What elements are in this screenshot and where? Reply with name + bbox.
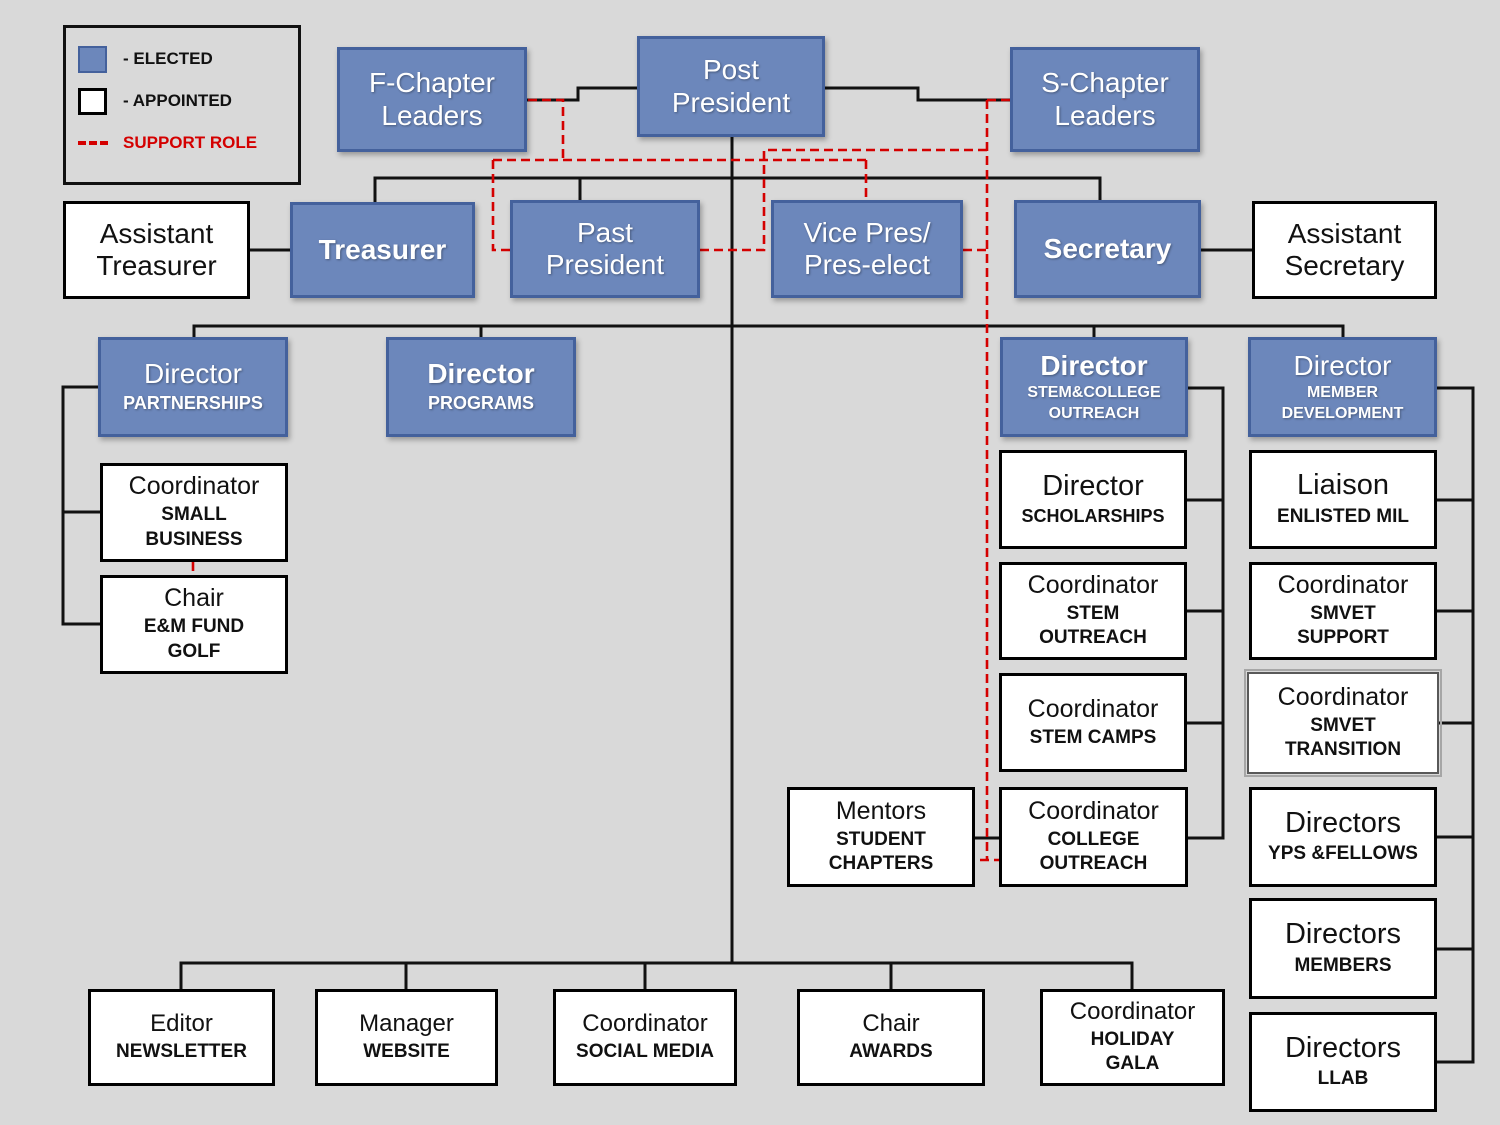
support-role-lines <box>191 98 1010 862</box>
legend-appointed-label: - APPOINTED <box>123 91 232 110</box>
support-dash-sample <box>78 141 108 145</box>
node-past-president: Past President <box>510 200 700 298</box>
node-assistant-treasurer: Assistant Treasurer <box>63 201 250 299</box>
node-post-president: Post President <box>637 36 825 137</box>
node-assistant-secretary: Assistant Secretary <box>1252 201 1437 299</box>
legend-row-elected: - ELECTED <box>78 38 298 80</box>
node-secretary: Secretary <box>1014 200 1201 298</box>
legend-elected-label: - ELECTED <box>123 49 213 68</box>
node-f-chapter-leaders: F-Chapter Leaders <box>337 47 527 152</box>
hierarchy-lines <box>61 86 1475 1064</box>
elected-swatch <box>78 45 107 73</box>
node-treasurer: Treasurer <box>290 202 475 298</box>
appointed-swatch <box>78 87 107 115</box>
legend-row-support: SUPPORT ROLE <box>78 122 298 164</box>
legend-row-appointed: - APPOINTED <box>78 80 298 122</box>
legend: - ELECTED - APPOINTED SUPPORT ROLE <box>63 25 301 185</box>
legend-support-label: SUPPORT ROLE <box>123 133 258 152</box>
node-vice-pres-pres-elect: Vice Pres/ Pres-elect <box>771 200 963 298</box>
node-s-chapter-leaders: S-Chapter Leaders <box>1010 47 1200 152</box>
